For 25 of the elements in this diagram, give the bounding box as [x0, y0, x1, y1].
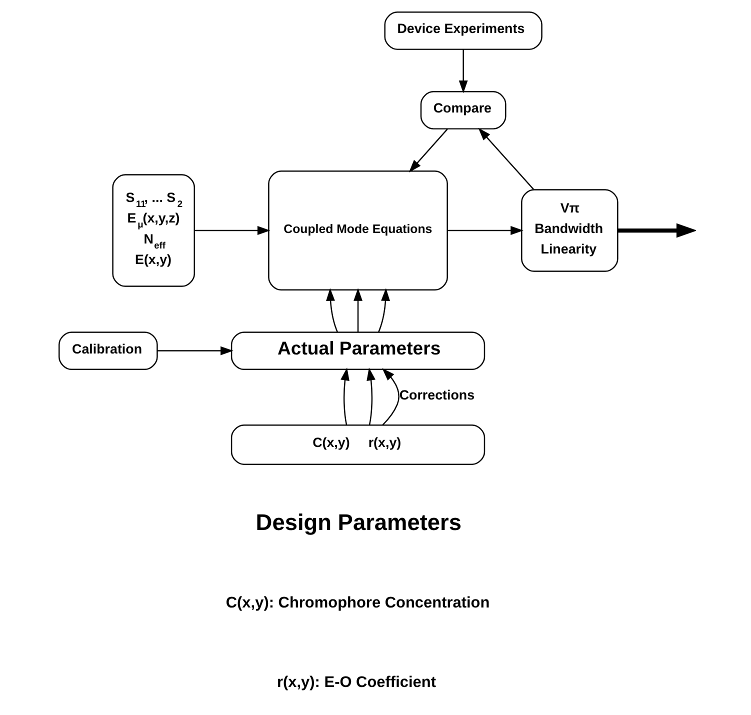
label: C(x,y): Chromophore Concentration [226, 594, 490, 612]
node-box: Calibration [58, 332, 158, 370]
node-box: Vπ Bandwidth Linearity [521, 189, 618, 272]
arrow [478, 128, 534, 190]
arrow [157, 346, 234, 356]
arrow [382, 368, 400, 426]
node-box: Coupled Mode Equations [268, 170, 448, 290]
node-box: Compare [420, 91, 506, 130]
arrow [354, 288, 362, 332]
arrow [194, 226, 270, 235]
arrow [378, 288, 390, 332]
node-box: C(x,y) r(x,y) [230, 424, 486, 465]
node-box: S$_{11}$, ... S$_{2}$ E$_{μ}$(x,y,z) N$_{eff}$ E(x,y) [112, 174, 195, 287]
edge-label: Corrections [399, 388, 475, 403]
arrow [448, 226, 524, 235]
node-box: Actual Parameters [230, 332, 486, 370]
label: r(x,y): E-O Coefficient [276, 674, 436, 691]
arrow [458, 49, 468, 94]
arrow [366, 368, 376, 426]
arrow [340, 368, 350, 426]
arrow [408, 128, 448, 172]
label: Design Parameters [256, 509, 462, 536]
arrow [326, 288, 338, 332]
arrow [618, 223, 696, 238]
node-box: Device Experiments [384, 12, 542, 50]
